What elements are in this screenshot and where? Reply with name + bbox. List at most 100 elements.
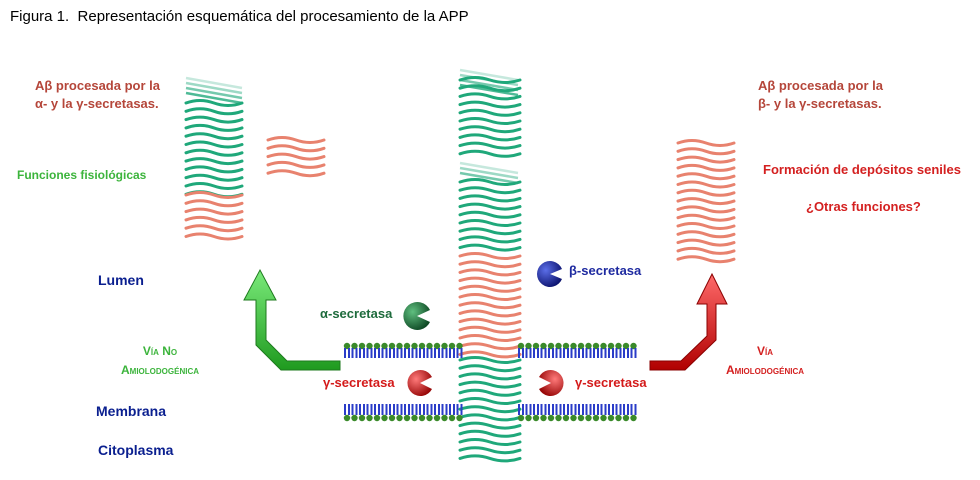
membrane-lipid-upper-head <box>343 342 351 350</box>
membrane-lipid-lower-tail <box>608 404 614 415</box>
membrane-lipid-upper-head <box>381 342 388 350</box>
gamma-secretase-pacman-icon <box>407 370 432 396</box>
abeta-salmon-strand <box>458 252 522 260</box>
membrane-lipid-upper-head <box>570 342 577 350</box>
membrane-lipid-upper-head <box>577 342 585 350</box>
gamma-secretase-right-label: γ-secretasa <box>575 375 647 390</box>
non-amyloidogenic-arrow-icon <box>243 268 341 371</box>
membrane-lipid-lower-tail <box>344 404 350 415</box>
membrane-lipid-lower-tail <box>548 404 554 415</box>
alpha-secretase-label: α-secretasa <box>320 306 393 321</box>
gamma-secretase-left-label: γ-secretasa <box>323 375 395 390</box>
membrane-lipid-upper-tail <box>404 348 410 358</box>
non-amyloidogenic-line2: Amiolodogénica <box>121 363 199 377</box>
membrane-lipid-lower-head <box>381 414 388 422</box>
sapp-alpha-strand <box>184 157 244 166</box>
p3-fragment-strand <box>266 169 326 178</box>
app-green-strand <box>458 413 522 422</box>
app-green-strand <box>458 421 522 430</box>
membrane-lipid-lower-tail <box>593 404 599 415</box>
physiological-functions-label: Funciones fisiológicas <box>17 168 147 182</box>
p3-fragment-strand <box>184 232 244 241</box>
membrane-lipid-lower-tail <box>533 404 539 415</box>
membrane-lipid-lower-tail <box>525 404 532 415</box>
amyloidogenic-line1: Vía <box>756 344 773 358</box>
abeta-aggregate-strand <box>676 238 736 247</box>
membrane-lipid-lower-head <box>570 414 577 422</box>
membrane-lipid-lower-tail <box>540 404 547 415</box>
sapp-alpha-faded-strand <box>185 86 243 100</box>
abeta-aggregate-strand <box>676 230 736 239</box>
membrane-lipid-lower-head <box>411 414 418 422</box>
sapp-alpha-strand <box>184 140 244 149</box>
app-faded-strand <box>459 161 519 175</box>
membrane-lipid-upper-tail <box>374 348 380 358</box>
abeta-aggregate-strand <box>676 246 736 255</box>
membrane-lipid-lower-tail <box>374 404 380 415</box>
membrane-lipid-lower-head <box>525 414 532 422</box>
membrane-lipid-lower-tail <box>570 404 577 415</box>
membrane-lipid-lower-head <box>351 414 358 422</box>
membrane-lipid-lower-head <box>630 414 637 422</box>
membrane-lipid-upper-tail <box>600 348 607 358</box>
abeta-salmon-strand <box>458 276 522 285</box>
membrane-lipid-upper-tail <box>570 348 577 358</box>
abeta-salmon-strand <box>458 268 522 277</box>
membrane-lipid-upper-head <box>448 342 456 350</box>
amyloidogenic-arrow-icon <box>649 272 728 371</box>
app-green-strand <box>458 92 522 101</box>
membrane-lipid-lower-head <box>600 414 607 422</box>
abeta-salmon-strand <box>458 350 522 359</box>
app-green-strand <box>458 133 522 142</box>
app-faded-strand <box>459 78 519 92</box>
membrane-lipid-lower-tail <box>434 404 440 415</box>
abeta-salmon-strand <box>458 301 522 310</box>
membrane-lipid-lower-head <box>396 414 403 422</box>
amyloidogenic-line2: Amiolodogénica <box>726 363 804 377</box>
membrane-lipid-lower-head <box>562 414 570 422</box>
membrane-lipid-upper-tail <box>419 348 425 358</box>
app-green-strand <box>458 356 522 364</box>
membrane-lipid-lower-tail <box>623 404 629 415</box>
membrane-lipid-upper-head <box>615 342 622 350</box>
app-green-strand <box>458 210 522 219</box>
membrane-lipid-upper-tail <box>585 348 592 358</box>
membrane-lipid-lower-head <box>448 414 456 422</box>
membrane-lipid-upper-tail <box>563 348 569 358</box>
beta-secretase-label: β-secretasa <box>569 263 642 278</box>
app-green-strand <box>458 194 522 203</box>
membrane-label: Membrana <box>96 403 167 419</box>
app-green-strand <box>458 141 522 150</box>
membrane-lipid-upper-tail <box>396 348 403 358</box>
p3-fragment-strand <box>266 152 326 161</box>
membrane-lipid-upper-tail <box>434 348 440 358</box>
app-green-strand <box>458 429 522 438</box>
membrane-lipid-upper-tail <box>593 348 599 358</box>
app-green-strand <box>458 202 522 211</box>
app-green-strand <box>458 454 522 463</box>
membrane-lipid-upper-head <box>441 342 448 350</box>
membrane-lipid-upper-head <box>411 342 418 350</box>
app-faded-strand <box>459 68 519 82</box>
membrane-lipid-lower-tail <box>518 404 524 415</box>
membrane-lipid-lower-tail <box>381 404 388 415</box>
membrane-lipid-upper-head <box>592 342 600 350</box>
left-title-line1: Aβ procesada por la <box>35 78 160 93</box>
membrane-lipid-lower-tail <box>441 404 448 415</box>
sapp-alpha-strand <box>184 115 244 124</box>
right-title: Aβ procesada por la β- y la γ-secretasas… <box>758 77 883 113</box>
abeta-salmon-strand <box>458 334 522 342</box>
app-green-strand <box>458 178 522 186</box>
membrane-lipid-upper-head <box>532 342 540 350</box>
sapp-alpha-strand <box>184 107 244 116</box>
abeta-salmon-strand <box>458 317 522 326</box>
membrane-lipid-upper-head <box>418 342 426 350</box>
p3-fragment-strand <box>184 199 244 208</box>
abeta-aggregate-strand <box>676 213 736 222</box>
membrane-lipid-lower-head <box>441 414 448 422</box>
gamma-secretase-pacman-icon <box>539 370 564 396</box>
membrane-lipid-upper-tail <box>366 348 373 358</box>
membrane-lipid-upper-tail <box>411 348 418 358</box>
membrane-lipid-lower-tail <box>351 404 358 415</box>
